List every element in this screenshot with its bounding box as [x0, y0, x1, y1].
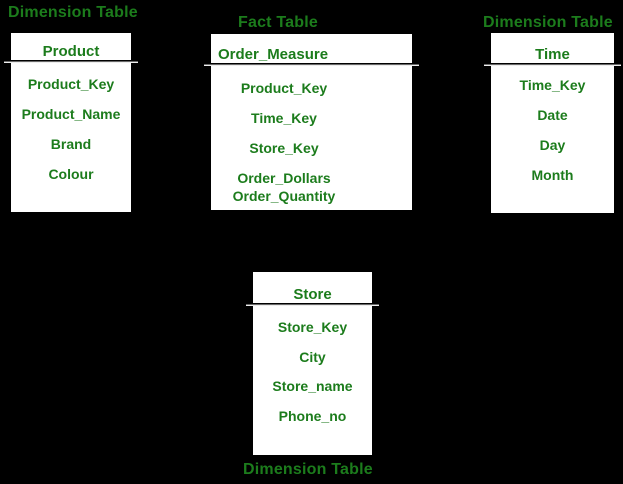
fact-fields: Product_Key Time_Key Store_Key Order_Dol… — [211, 73, 412, 211]
field-time-key: Time_Key — [519, 77, 586, 93]
field-city: City — [299, 348, 326, 365]
field-date: Date — [537, 107, 568, 123]
store-fields: Store_Key City Store_name Phone_no — [253, 313, 372, 431]
time-dimension-table: Time Time_Key Date Day Month — [484, 33, 621, 213]
label-dimension-table-product: Dimension Table — [8, 4, 138, 21]
field-store-name: Store_name — [272, 378, 353, 394]
field-store-key: Store_Key — [277, 319, 348, 335]
table-title-order-measure: Order_Measure — [218, 46, 329, 63]
title-separator-line — [484, 63, 621, 66]
field-day: Day — [539, 137, 566, 153]
table-title-store: Store — [293, 286, 332, 303]
field-product-key: Product_Key — [27, 76, 115, 92]
product-dimension-table: Product Product_Key Product_Name Brand C… — [4, 33, 138, 212]
label-dimension-table-store: Dimension Table — [243, 461, 373, 478]
title-separator-line — [204, 63, 419, 66]
store-dimension-table: Store Store_Key City Store_name Phone_no — [246, 272, 379, 455]
order-measure-fact-table: Order_Measure Product_Key Time_Key Store… — [204, 34, 419, 211]
product-fields: Product_Key Product_Name Brand Colour — [11, 69, 131, 189]
time-fields: Time_Key Date Day Month — [491, 70, 614, 190]
field-order-dollars: Order_Dollars — [237, 170, 331, 186]
title-separator-line — [246, 303, 379, 306]
field-product-name: Product_Name — [21, 106, 121, 122]
field-order-quantity: Order_Quantity — [232, 188, 336, 204]
field-store-key: Store_Key — [249, 140, 319, 156]
field-product-key: Product_Key — [240, 80, 328, 96]
label-dimension-table-time: Dimension Table — [483, 14, 613, 31]
field-colour: Colour — [48, 166, 94, 182]
field-time-key: Time_Key — [251, 110, 317, 126]
table-title-time: Time — [535, 46, 570, 63]
label-fact-table: Fact Table — [238, 14, 318, 31]
title-separator-line — [4, 60, 138, 63]
field-month: Month — [531, 167, 574, 183]
field-phone-no: Phone_no — [278, 407, 347, 424]
field-brand: Brand — [50, 136, 92, 152]
table-title-product: Product — [42, 43, 100, 60]
